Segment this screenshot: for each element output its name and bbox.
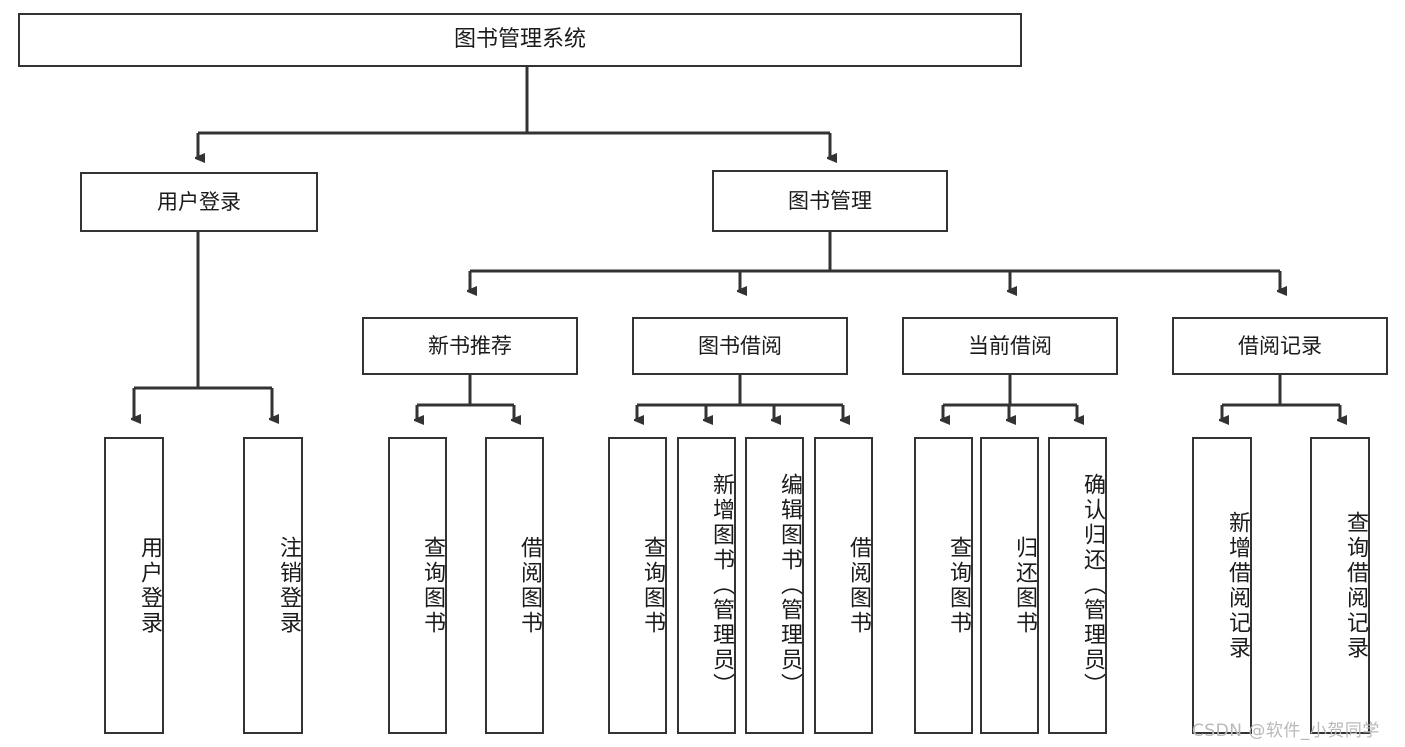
node-label: 借阅记录 bbox=[1238, 333, 1322, 358]
leaf-add-borrow-record[interactable]: 新增借阅记录 bbox=[1192, 437, 1252, 734]
node-label: 新增借阅记录 bbox=[1225, 510, 1250, 661]
leaf-edit-book-admin[interactable]: 编辑图书（管理员） bbox=[745, 437, 804, 734]
leaf-borrow-book[interactable]: 借阅图书 bbox=[814, 437, 873, 734]
leaf-logout-login[interactable]: 注销登录 bbox=[243, 437, 303, 734]
node-label: 编辑图书（管理员） bbox=[777, 473, 802, 698]
leaf-query-book-current[interactable]: 查询图书 bbox=[914, 437, 973, 734]
node-label: 查询图书 bbox=[640, 535, 665, 636]
node-label: 归还图书 bbox=[1012, 535, 1037, 636]
node-current-borrow[interactable]: 当前借阅 bbox=[902, 317, 1118, 375]
node-book-management[interactable]: 图书管理 bbox=[712, 170, 948, 232]
leaf-borrow-book-recommend[interactable]: 借阅图书 bbox=[485, 437, 544, 734]
node-label: 图书管理系统 bbox=[453, 27, 586, 53]
node-root-book-management-system[interactable]: 图书管理系统 bbox=[18, 13, 1022, 67]
node-label: 查询图书 bbox=[946, 535, 971, 636]
node-label: 新书推荐 bbox=[428, 333, 512, 358]
leaf-confirm-return-admin[interactable]: 确认归还（管理员） bbox=[1048, 437, 1107, 734]
leaf-query-book-recommend[interactable]: 查询图书 bbox=[388, 437, 447, 734]
leaf-query-borrow-record[interactable]: 查询借阅记录 bbox=[1310, 437, 1370, 734]
node-book-borrow[interactable]: 图书借阅 bbox=[632, 317, 848, 375]
node-label: 查询图书 bbox=[420, 535, 445, 636]
node-label: 确认归还（管理员） bbox=[1080, 473, 1105, 698]
leaf-return-book[interactable]: 归还图书 bbox=[980, 437, 1039, 734]
node-label: 当前借阅 bbox=[968, 333, 1052, 358]
leaf-add-book-admin[interactable]: 新增图书（管理员） bbox=[677, 437, 736, 734]
node-label: 图书借阅 bbox=[698, 333, 782, 358]
node-label: 借阅图书 bbox=[517, 535, 542, 636]
node-label: 查询借阅记录 bbox=[1343, 510, 1368, 661]
node-label: 用户登录 bbox=[157, 189, 241, 214]
node-new-book-recommend[interactable]: 新书推荐 bbox=[362, 317, 578, 375]
node-label: 借阅图书 bbox=[846, 535, 871, 636]
node-borrow-record[interactable]: 借阅记录 bbox=[1172, 317, 1388, 375]
node-user-login[interactable]: 用户登录 bbox=[80, 172, 318, 232]
csdn-watermark: CSDN @软件_小贺同学 bbox=[1192, 721, 1380, 741]
node-label: 图书管理 bbox=[788, 188, 872, 213]
node-label: 用户登录 bbox=[137, 535, 162, 636]
leaf-user-login[interactable]: 用户登录 bbox=[104, 437, 164, 734]
node-label: 新增图书（管理员） bbox=[709, 473, 734, 698]
leaf-query-book-borrow[interactable]: 查询图书 bbox=[608, 437, 667, 734]
node-label: 注销登录 bbox=[276, 535, 301, 636]
